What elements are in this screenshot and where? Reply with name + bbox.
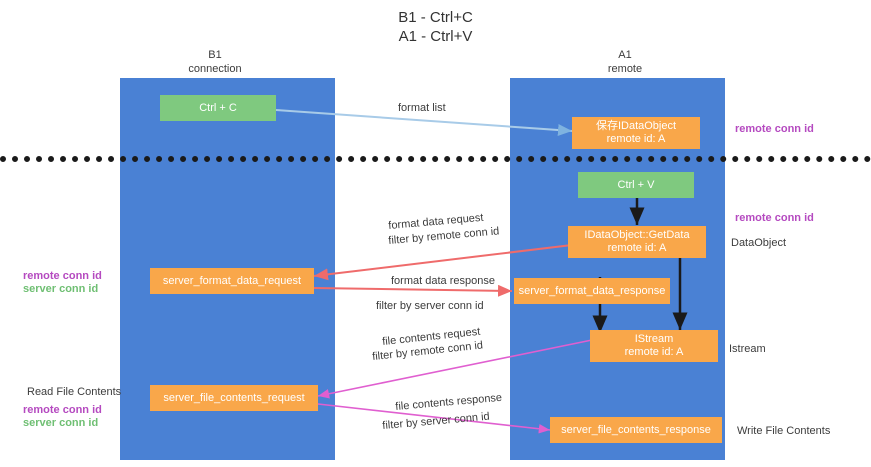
column-header-left: B1 connection	[155, 48, 275, 76]
filter-key-server-conn-id-2: server conn id	[420, 410, 491, 429]
edge-label-format-data-response: format data response	[391, 275, 495, 287]
node-istream[interactable]: IStream remote id: A	[590, 330, 718, 362]
side-label-left-server-conn-2: server conn id	[23, 417, 99, 429]
column-right-subtitle: remote	[607, 63, 643, 75]
side-label-read-file-contents: Read File Contents	[27, 386, 122, 398]
node-server-file-contents-request-label: server_file_contents_request	[163, 391, 305, 404]
phase-divider	[0, 156, 871, 162]
node-server-format-data-request-label: server_format_data_request	[162, 274, 302, 287]
node-ctrl-c[interactable]: Ctrl + C	[160, 95, 276, 121]
filter-prefix-2: filter by	[376, 300, 415, 312]
node-istream-line2: remote id: A	[624, 346, 684, 358]
edge-label-format-data-response-filter: filter by server conn id	[376, 299, 484, 313]
side-label-right-mid-conn: remote conn id	[735, 212, 814, 224]
node-ctrl-v[interactable]: Ctrl + V	[578, 172, 694, 198]
column-right-title: A1	[618, 49, 632, 61]
title-line-2: A1 - Ctrl+V	[398, 28, 473, 45]
filter-prefix-4: filter by	[381, 416, 422, 433]
node-getdata[interactable]: IDataObject::GetData remote id: A	[568, 226, 706, 258]
node-server-file-contents-response-label: server_file_contents_response	[561, 423, 711, 436]
node-server-format-data-response-label: server_format_data_response	[518, 284, 666, 297]
filter-key-server-conn-id-1: server conn id	[414, 300, 484, 312]
filter-prefix-3: filter by	[371, 347, 412, 364]
side-label-left-remote-conn: remote conn id	[23, 270, 102, 282]
wire-format-data-response	[313, 284, 513, 297]
node-getdata-line1: IDataObject::GetData	[584, 229, 690, 241]
side-label-istream: Istream	[729, 343, 766, 355]
node-server-file-contents-request[interactable]: server_file_contents_request	[150, 385, 318, 411]
side-label-right-top-conn: remote conn id	[735, 123, 814, 135]
column-left-subtitle: connection	[188, 63, 242, 75]
node-server-format-data-response[interactable]: server_format_data_response	[514, 278, 670, 304]
node-getdata-line2: remote id: A	[607, 242, 667, 254]
side-label-write-file-contents: Write File Contents	[737, 425, 831, 437]
node-server-file-contents-response[interactable]: server_file_contents_response	[550, 417, 722, 443]
page-title: B1 - Ctrl+C A1 - Ctrl+V	[0, 8, 871, 46]
node-save-dataobject-line2: remote id: A	[606, 133, 666, 145]
side-label-left-server-conn: server conn id	[23, 283, 99, 295]
node-istream-line1: IStream	[634, 333, 674, 345]
node-ctrl-v-label: Ctrl + V	[617, 178, 655, 191]
node-server-format-data-request[interactable]: server_format_data_request	[150, 268, 314, 294]
side-label-left-remote-conn-2: remote conn id	[23, 404, 102, 416]
column-header-right: A1 remote	[565, 48, 685, 76]
edge-label-format-list: format list	[398, 102, 446, 114]
node-save-dataobject[interactable]: 保存IDataObject remote id: A	[572, 117, 700, 149]
filter-prefix-1: filter by	[387, 231, 428, 248]
node-save-dataobject-line1: 保存IDataObject	[595, 120, 677, 132]
node-ctrl-c-label: Ctrl + C	[199, 101, 237, 114]
title-line-1: B1 - Ctrl+C	[398, 9, 473, 26]
side-label-dataobject: DataObject	[731, 237, 787, 249]
column-left-title: B1	[208, 49, 222, 61]
